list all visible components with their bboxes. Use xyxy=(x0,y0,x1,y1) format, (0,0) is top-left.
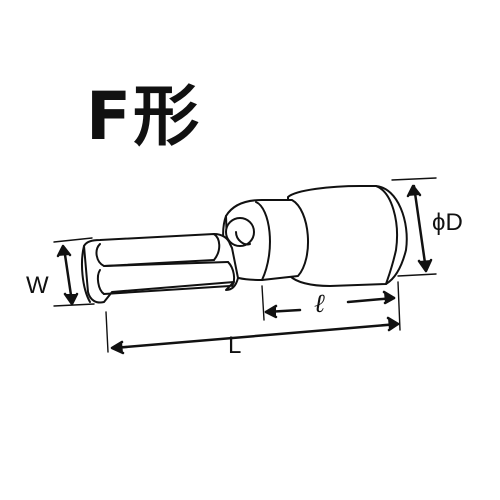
diagram-title: F形 xyxy=(86,78,202,155)
dimension-lines xyxy=(56,184,433,355)
extension-lines xyxy=(53,177,437,353)
length-label: L xyxy=(228,332,242,359)
blade-tongue xyxy=(81,233,239,304)
insulation-sleeve xyxy=(287,185,408,287)
crimp-barrel xyxy=(222,199,309,281)
barrel-length-label: ℓ xyxy=(314,289,325,319)
width-label: W xyxy=(26,272,49,299)
diameter-label: ϕD xyxy=(432,209,463,236)
